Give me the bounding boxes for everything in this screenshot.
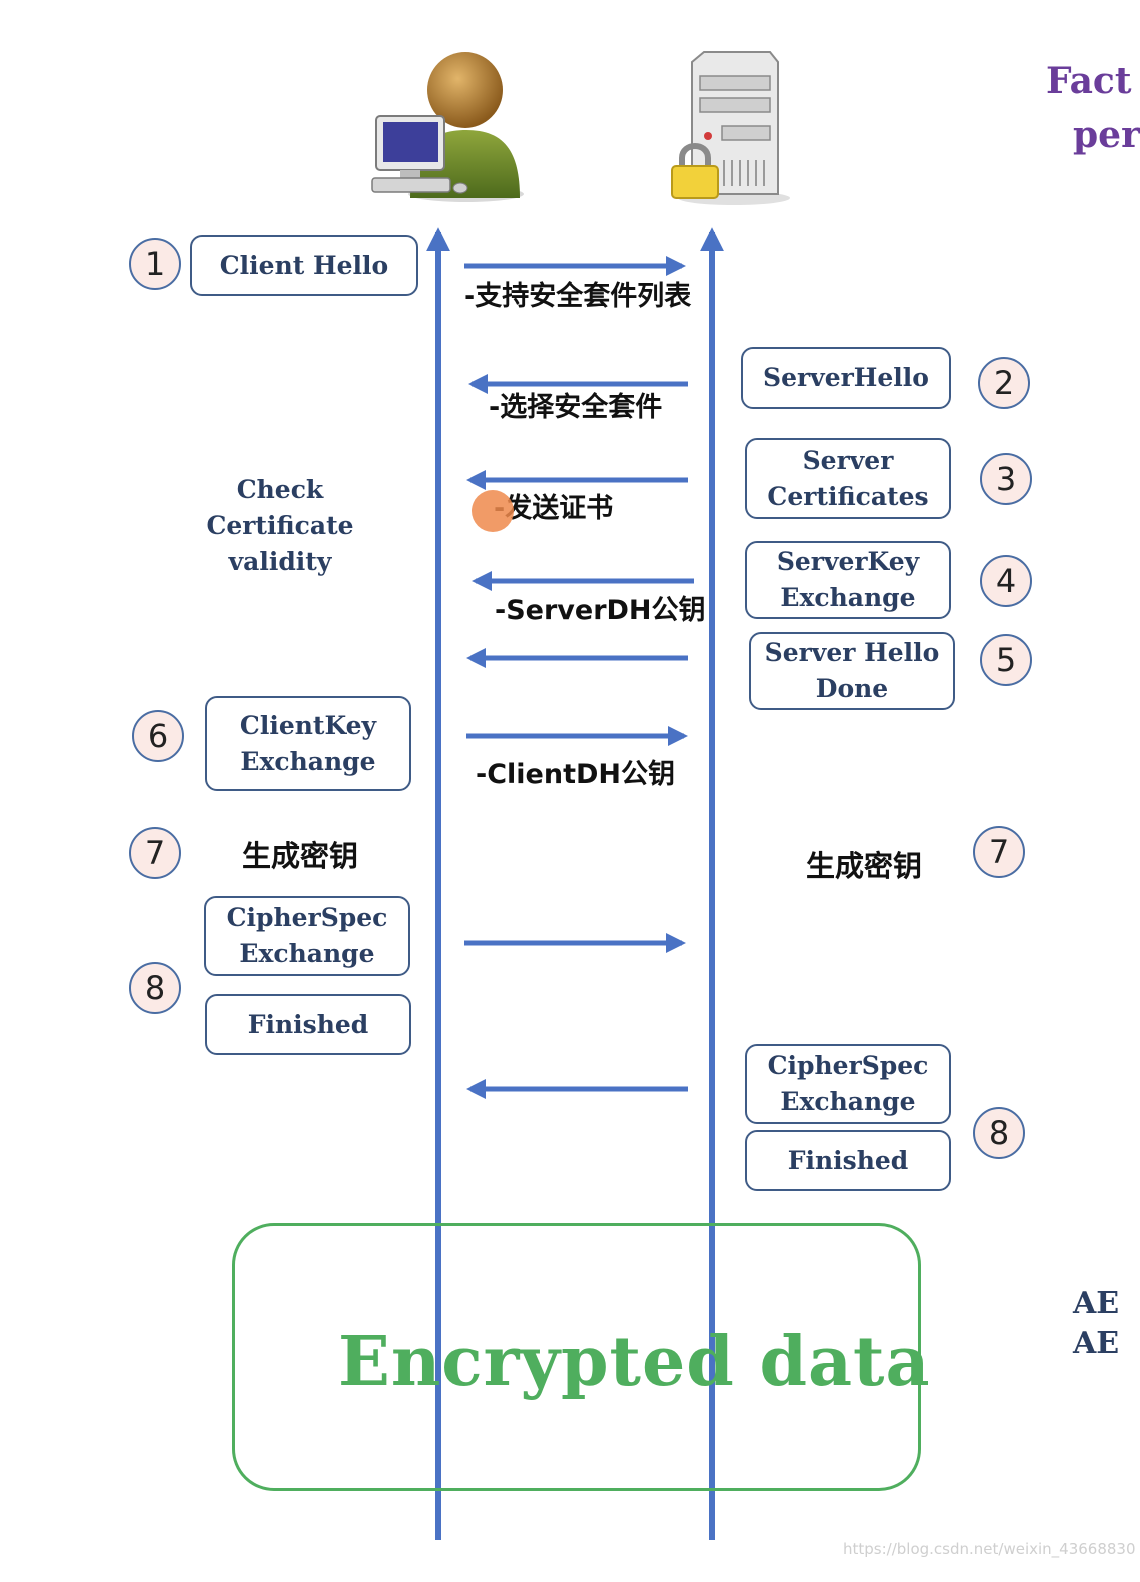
side-text-bottom-2: AE (1073, 1326, 1120, 1361)
client-finished-box: Finished (205, 994, 411, 1055)
server-hello-message: -选择安全套件 (489, 392, 663, 423)
server-hello-box: ServerHello (741, 347, 951, 409)
generate-key-client: 生成密钥 (242, 839, 359, 873)
encrypted-data-label: Encrypted data (338, 1322, 931, 1402)
step-4-badge: 4 (980, 555, 1032, 607)
server-finished-box: Finished (745, 1130, 951, 1191)
step-8-server-badge: 8 (973, 1107, 1025, 1159)
client-hello-message: -支持安全套件列表 (464, 281, 692, 312)
check-certificate-validity: Check Certificate validity (206, 475, 354, 576)
side-text-top-2: per (1073, 114, 1140, 156)
step-8-client-badge: 8 (129, 962, 181, 1014)
server-lock-icon (662, 50, 792, 208)
client-hello-box: Client Hello (190, 235, 418, 296)
watermark: https://blog.csdn.net/weixin_43668830 (843, 1540, 1136, 1558)
side-text-top-1: Fact (1046, 60, 1132, 102)
user-computer-icon (370, 48, 530, 206)
client-key-exchange-box: ClientKey Exchange (205, 696, 411, 791)
step-7-client-badge: 7 (129, 827, 181, 879)
side-text-bottom-1: AE (1073, 1286, 1120, 1321)
server-key-exchange-message: -ServerDH公钥 (495, 595, 706, 626)
server-certificates-box: Server Certificates (745, 438, 951, 519)
step-1-badge: 1 (129, 238, 181, 290)
server-key-exchange-box: ServerKey Exchange (745, 541, 951, 619)
client-cipherspec-box: CipherSpec Exchange (204, 896, 410, 976)
client-key-exchange-message: -ClientDH公钥 (476, 759, 675, 790)
server-cipherspec-box: CipherSpec Exchange (745, 1044, 951, 1124)
step-6-badge: 6 (132, 710, 184, 762)
mouse-cursor-highlight (472, 490, 514, 532)
step-7-server-badge: 7 (973, 826, 1025, 878)
step-3-badge: 3 (980, 453, 1032, 505)
server-hello-done-box: Server Hello Done (749, 632, 955, 710)
encrypted-data-box (232, 1223, 921, 1491)
generate-key-server: 生成密钥 (806, 849, 923, 883)
step-5-badge: 5 (980, 634, 1032, 686)
step-2-badge: 2 (978, 357, 1030, 409)
